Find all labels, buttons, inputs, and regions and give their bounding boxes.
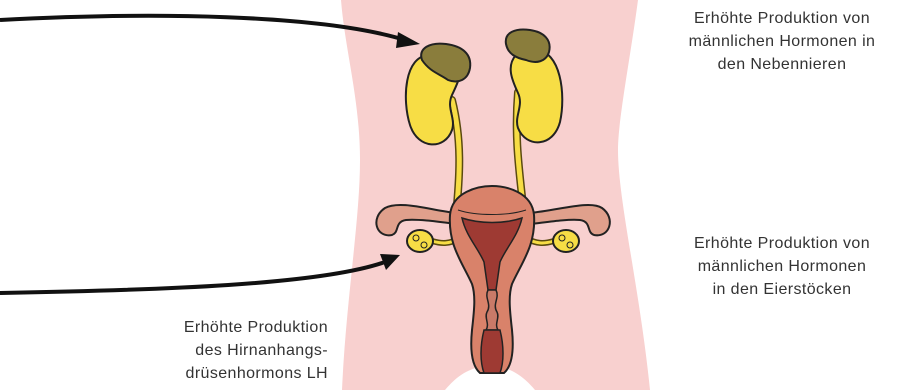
label-line: Erhöhte Produktion xyxy=(128,316,328,339)
vaginal-canal xyxy=(481,330,503,373)
ovary-hormone-label: Erhöhte Produktion von männlichen Hormon… xyxy=(656,232,908,301)
label-line: den Nebennieren xyxy=(656,53,908,76)
label-line: Erhöhte Produktion von xyxy=(656,232,908,255)
pituitary-lh-label: Erhöhte Produktion des Hirnanhangs- drüs… xyxy=(128,316,328,385)
ovary-icon xyxy=(407,230,433,252)
arrow xyxy=(0,262,385,293)
label-line: Erhöhte Produktion von xyxy=(656,7,908,30)
label-line: männlichen Hormonen xyxy=(656,255,908,278)
ovary-icon xyxy=(553,230,579,252)
kidney-icon xyxy=(511,50,563,142)
label-line: des Hirnanhangs- xyxy=(128,339,328,362)
label-line: in den Eierstöcken xyxy=(656,278,908,301)
cervical-canal xyxy=(486,290,498,330)
label-line: männlichen Hormonen in xyxy=(656,30,908,53)
label-line: drüsenhormons LH xyxy=(128,362,328,385)
adrenal-hormone-label: Erhöhte Produktion von männlichen Hormon… xyxy=(656,7,908,76)
